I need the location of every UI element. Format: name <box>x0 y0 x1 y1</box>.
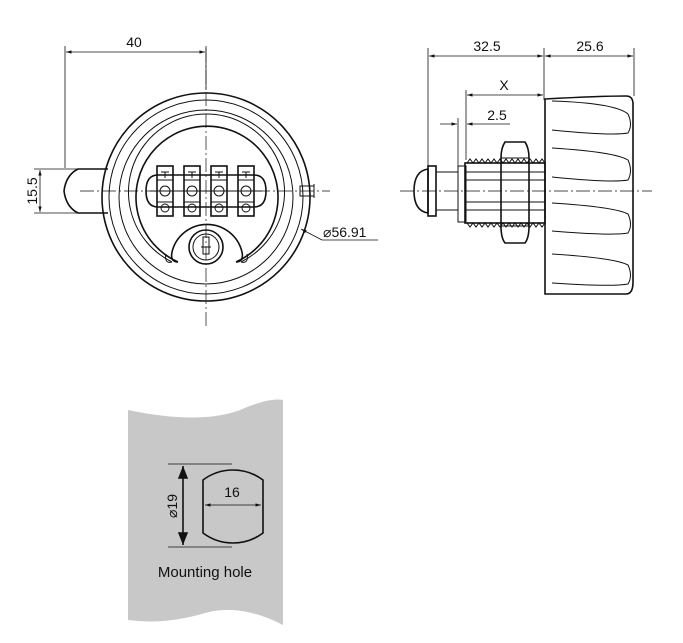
knob-body <box>544 95 634 295</box>
hole-diameter-label: 19 <box>164 494 180 510</box>
dimension-knob-depth: 25.6 <box>545 38 635 96</box>
offset-dimension-label: 2.5 <box>487 107 507 123</box>
mounting-hole-shape <box>202 469 264 544</box>
combination-dial-3 <box>210 165 228 217</box>
threaded-shank <box>464 158 546 228</box>
combination-dial-1 <box>156 165 174 217</box>
dimension-x: X <box>465 77 543 160</box>
front-view: 40 15.5 ⌀56.91 <box>24 34 378 326</box>
latch-height-label: 15.5 <box>24 177 40 204</box>
side-pin <box>299 184 315 198</box>
diameter-symbol: ⌀ <box>323 224 331 240</box>
knob-depth-label: 25.6 <box>576 38 603 54</box>
dimension-width: 40 <box>64 34 207 168</box>
dimension-diameter: ⌀56.91 <box>300 224 378 241</box>
hole-diameter-symbol: ⌀ <box>164 510 180 518</box>
x-dimension-label: X <box>499 77 509 93</box>
mounting-hole-caption: Mounting hole <box>158 564 252 581</box>
dimension-latch-height: 15.5 <box>24 168 108 214</box>
cam-tail <box>413 165 467 223</box>
combination-dial-2 <box>183 165 201 217</box>
dimension-hole-diameter: ⌀19 <box>164 463 232 548</box>
mounting-hole-panel: 16 ⌀19 Mounting hole <box>128 399 283 625</box>
diameter-dimension-label: 56.91 <box>331 224 366 240</box>
hex-nut <box>500 141 530 244</box>
lock-body <box>101 92 311 302</box>
svg-text:⌀19: ⌀19 <box>164 494 180 518</box>
key-cylinder <box>188 229 224 265</box>
dimension-total-depth: 32.5 <box>427 38 545 166</box>
svg-text:⌀56.91: ⌀56.91 <box>323 224 367 240</box>
flat-width-label: 16 <box>224 484 240 500</box>
total-depth-label: 32.5 <box>473 38 500 54</box>
width-dimension-label: 40 <box>126 34 142 50</box>
dimension-offset: 2.5 <box>440 107 510 166</box>
latch-bolt <box>63 168 108 214</box>
combination-dial-4 <box>237 165 255 217</box>
dimension-flat-width: 16 <box>205 484 261 507</box>
side-view: 32.5 25.6 X 2.5 <box>400 38 652 295</box>
